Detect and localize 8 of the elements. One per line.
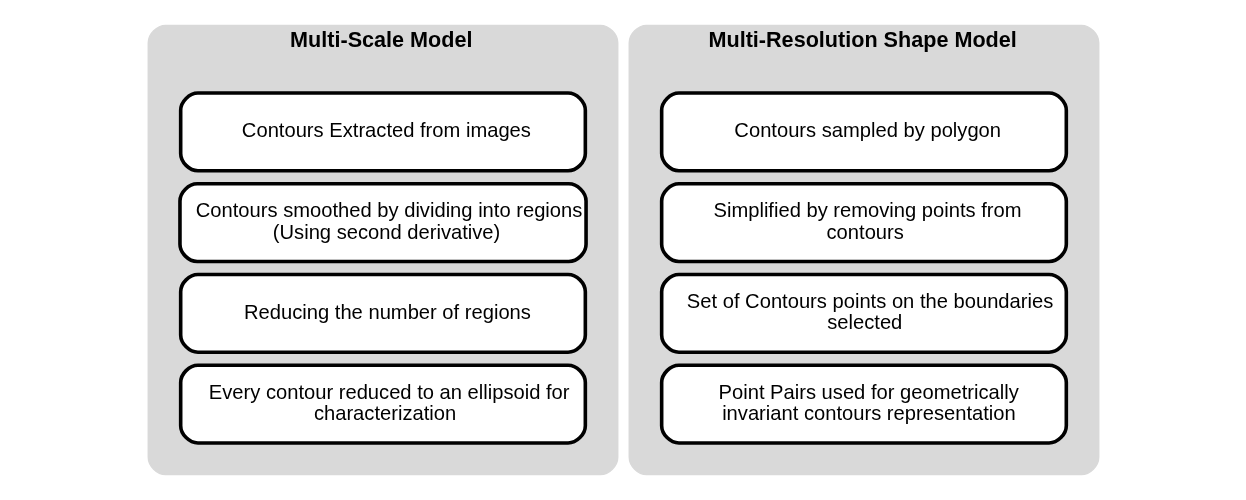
node-box: Point Pairs used for geometrically invariant contours representation bbox=[659, 363, 1068, 445]
node-box: Contours Extracted from images bbox=[178, 91, 587, 173]
node-box: Every contour reduced to an ellipsoid for characterization bbox=[178, 363, 587, 445]
node-box: Reducing the number of regions bbox=[178, 272, 587, 355]
node-box: Contours sampled by polygon bbox=[659, 91, 1068, 173]
node-box: Contours smoothed by dividing into regions (Using second derivative) bbox=[177, 181, 588, 264]
node-box: Set of Contours points on the boundaries selected bbox=[659, 272, 1068, 355]
node-box: Simplified by removing points from contours bbox=[659, 181, 1068, 264]
